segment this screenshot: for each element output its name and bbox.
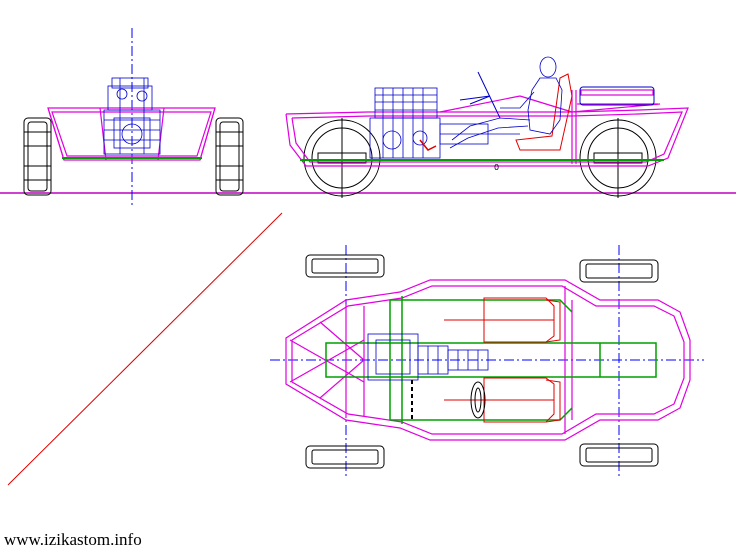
front-view bbox=[23, 28, 244, 205]
plan-steering-wheel bbox=[470, 381, 486, 419]
side-seat bbox=[515, 73, 573, 151]
front-right-wheel bbox=[215, 117, 244, 196]
front-left-wheel bbox=[23, 117, 52, 196]
front-engine bbox=[103, 77, 161, 155]
side-boot bbox=[579, 86, 655, 106]
plan-engine bbox=[367, 333, 489, 381]
side-front-wheel bbox=[579, 118, 657, 198]
plan-front-right-wheel bbox=[579, 443, 659, 467]
projection-line bbox=[7, 212, 283, 486]
front-frame bbox=[47, 107, 216, 161]
side-view: 0 bbox=[285, 56, 689, 198]
plan-seat-right bbox=[444, 377, 561, 423]
plan-view bbox=[270, 245, 704, 478]
side-steering bbox=[459, 71, 501, 119]
plan-rear-right-wheel bbox=[305, 445, 385, 469]
side-driver bbox=[449, 56, 563, 149]
side-rear-wheel bbox=[303, 118, 381, 198]
side-engine bbox=[369, 87, 441, 159]
watermark-url: www.izikastom.info bbox=[4, 530, 142, 549]
plan-rear-left-wheel bbox=[305, 254, 385, 278]
side-mark-label: 0 bbox=[494, 163, 499, 172]
plan-seat-left bbox=[444, 297, 561, 343]
side-exhaust bbox=[419, 139, 437, 151]
plan-front-left-wheel bbox=[579, 259, 659, 283]
